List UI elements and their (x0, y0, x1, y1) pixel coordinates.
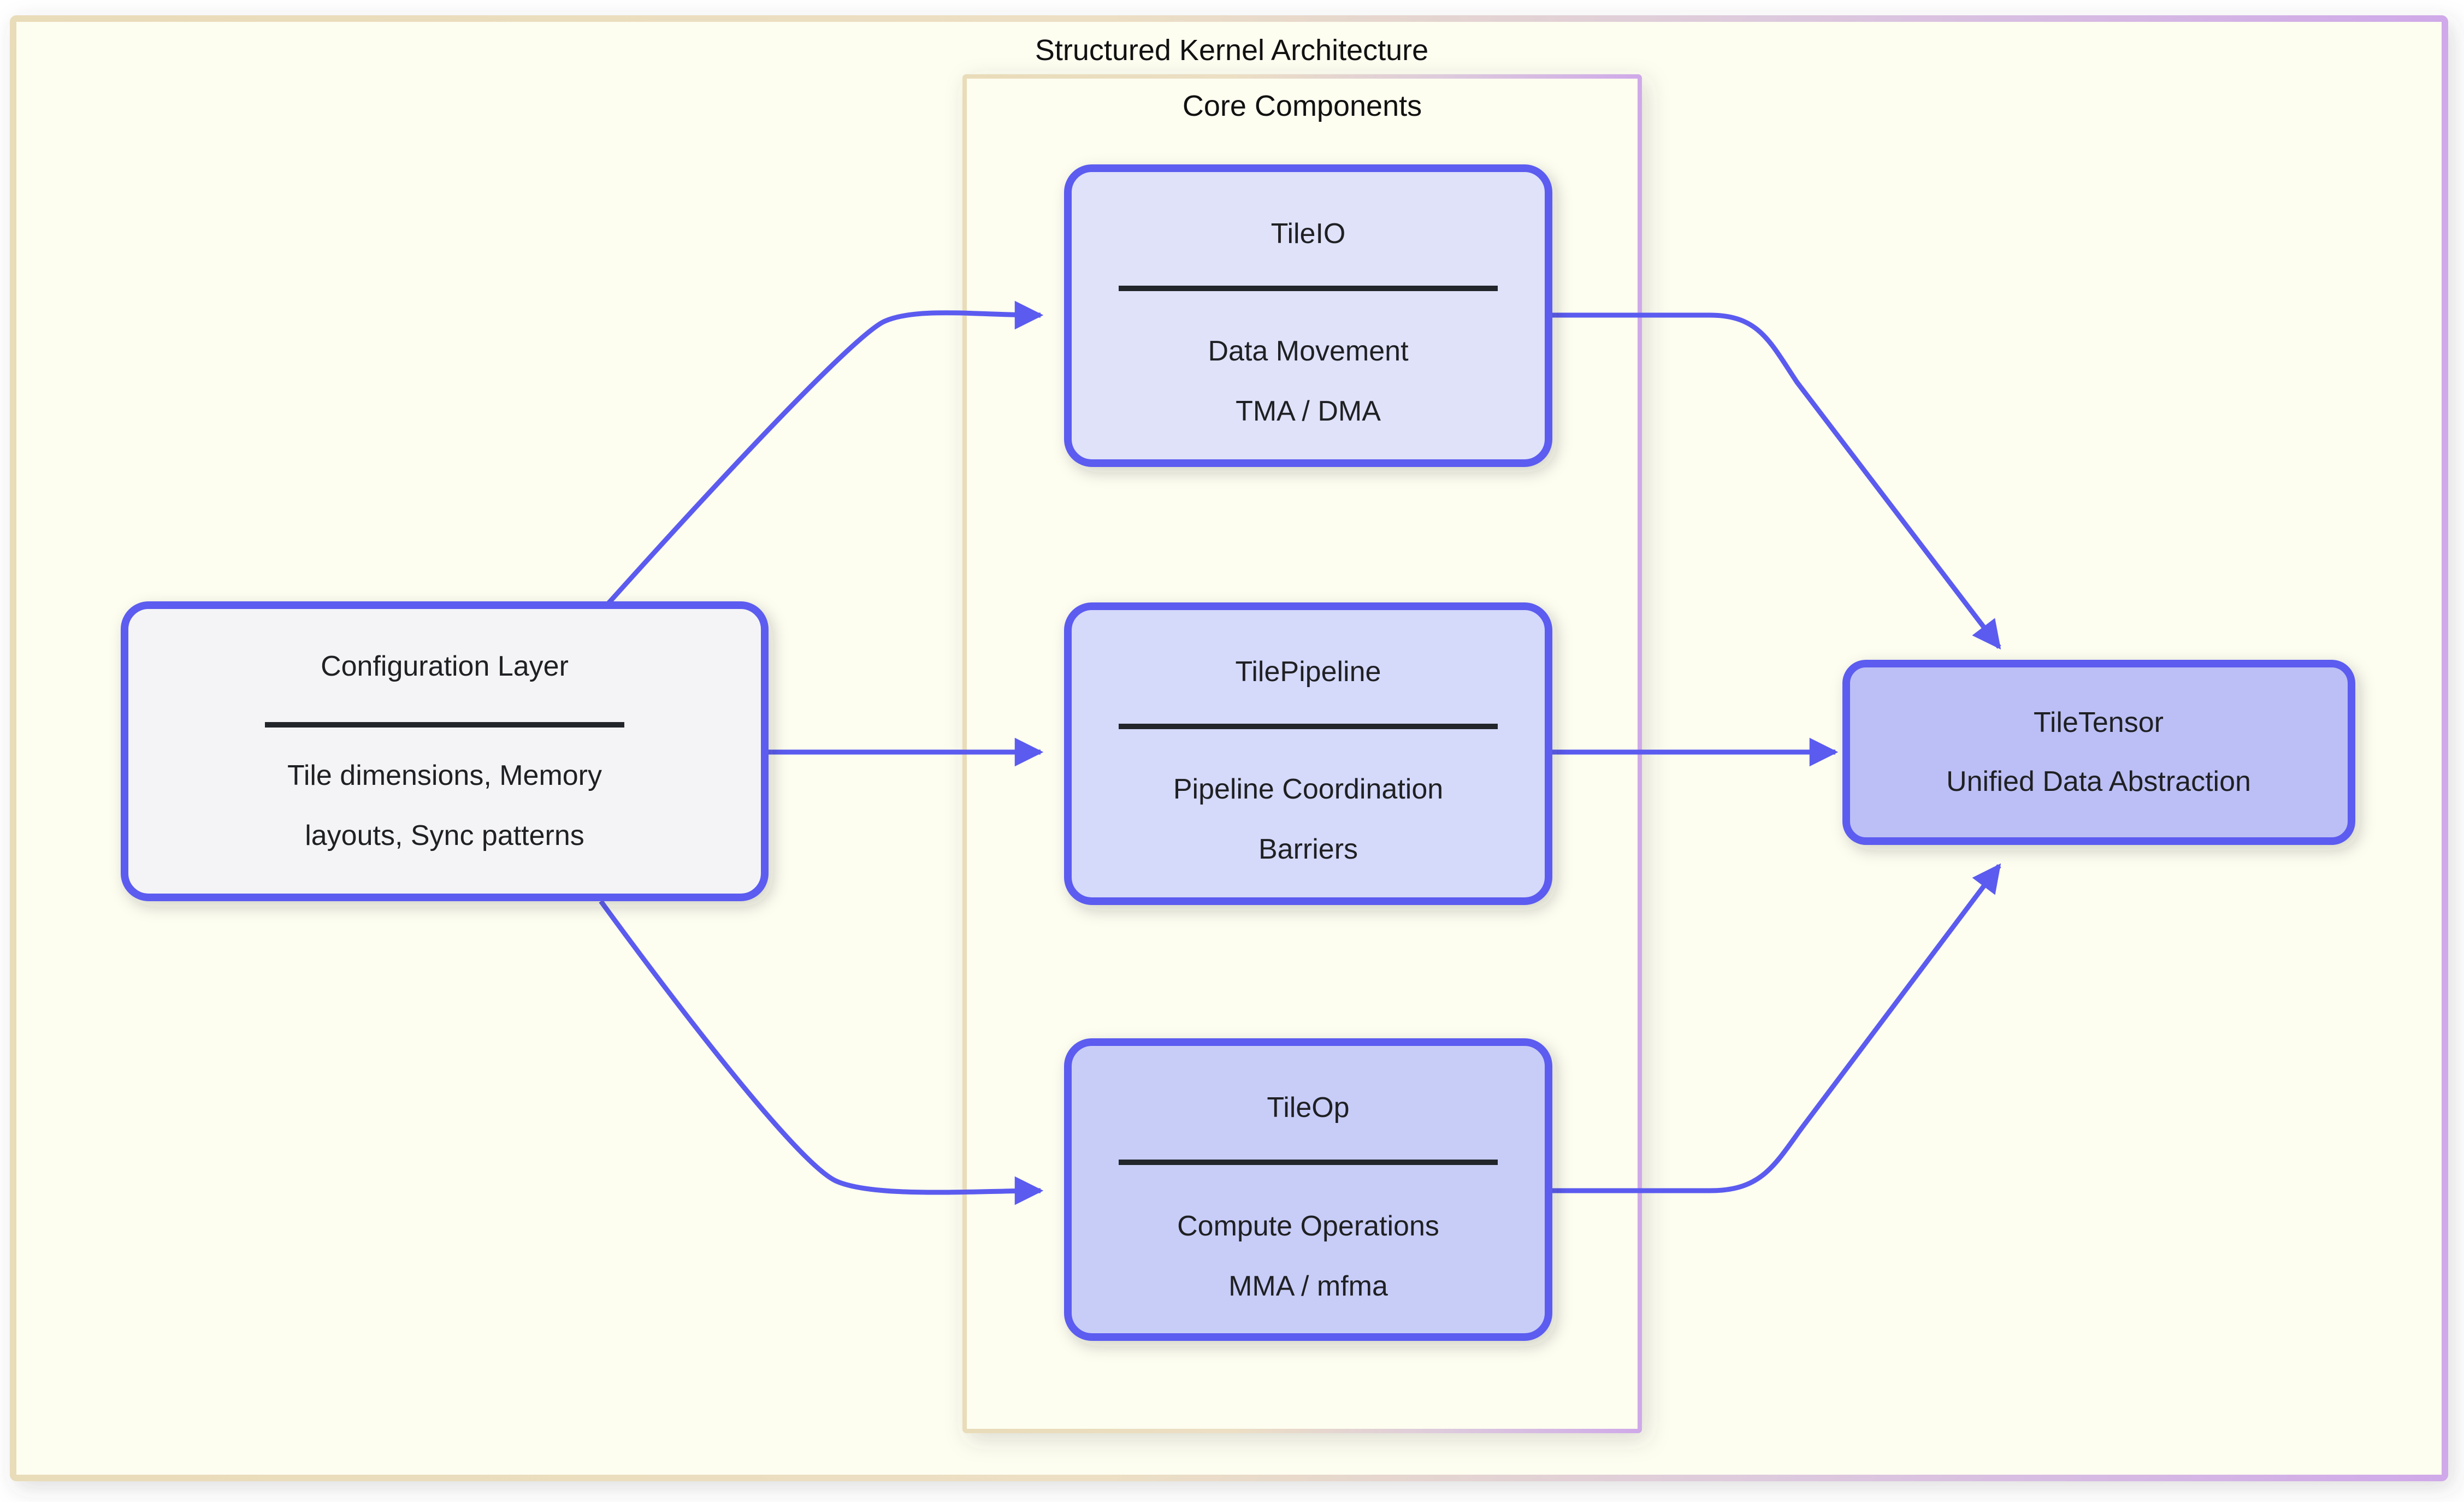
node-tiletensor-box[interactable] (1842, 660, 2355, 845)
node-configuration-layer-title: Configuration Layer (321, 651, 569, 682)
edge-tileio-to-tiletensor (1546, 312, 2001, 650)
node-configuration-layer[interactable]: Configuration Layer Tile dimensions, Mem… (121, 601, 769, 901)
node-tileio-line-1: Data Movement (1208, 335, 1409, 367)
node-tileio-box[interactable] (1064, 164, 1552, 467)
node-tilepipeline[interactable]: TilePipeline Pipeline Coordination Barri… (1064, 602, 1552, 905)
node-tileio-title: TileIO (1271, 218, 1346, 250)
edge-tileop-to-tiletensor (1546, 863, 2001, 1193)
node-tilepipeline-title: TilePipeline (1236, 656, 1381, 688)
node-configuration-layer-line-2: layouts, Sync patterns (305, 820, 584, 851)
node-tileop-box[interactable] (1064, 1038, 1552, 1341)
node-tileop-title: TileOp (1267, 1092, 1349, 1123)
edge-config-to-tileio (599, 300, 1044, 613)
node-configuration-layer-line-1: Tile dimensions, Memory (287, 760, 602, 791)
node-tileio-line-2: TMA / DMA (1236, 395, 1381, 427)
node-configuration-layer-box[interactable] (121, 601, 769, 901)
edge-config-to-tileop (599, 900, 1044, 1205)
node-tileop-line-1: Compute Operations (1177, 1210, 1439, 1242)
outer-frame-title: Structured Kernel Architecture (1035, 34, 1428, 67)
node-tiletensor[interactable]: TileTensor Unified Data Abstraction (1842, 660, 2355, 845)
node-tiletensor-title: TileTensor (2034, 707, 2164, 738)
node-tiletensor-line-1: Unified Data Abstraction (1946, 766, 2251, 797)
edge-layer (599, 300, 2001, 1205)
node-tileop-line-2: MMA / mfma (1228, 1270, 1388, 1302)
node-tilepipeline-line-2: Barriers (1258, 833, 1358, 865)
node-tileop[interactable]: TileOp Compute Operations MMA / mfma (1064, 1038, 1552, 1341)
node-tileio[interactable]: TileIO Data Movement TMA / DMA (1064, 164, 1552, 467)
core-components-title: Core Components (1183, 90, 1422, 122)
node-tilepipeline-line-1: Pipeline Coordination (1173, 773, 1443, 805)
node-tilepipeline-box[interactable] (1064, 602, 1552, 905)
